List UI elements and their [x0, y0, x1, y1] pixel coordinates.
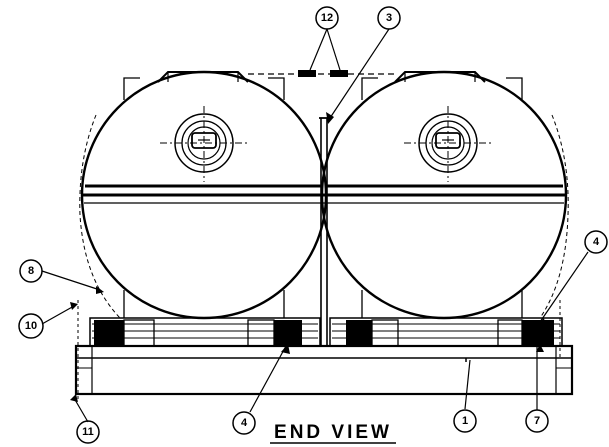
svg-text:3: 3: [386, 12, 392, 24]
svg-text:4: 4: [593, 236, 600, 248]
callout-1: 1: [453, 409, 477, 433]
svg-text:END VIEW: END VIEW: [274, 422, 392, 443]
left-manway: [160, 106, 248, 182]
base-skid: [74, 344, 574, 396]
callout-3: 3: [377, 6, 401, 30]
callout-4-bottom: 4: [232, 411, 256, 435]
right-tank: [320, 70, 569, 320]
svg-text:10: 10: [25, 320, 37, 332]
svg-text:7: 7: [534, 415, 540, 427]
view-title: END VIEW: [270, 422, 396, 444]
svg-text:11: 11: [82, 426, 94, 438]
callout-8: 8: [19, 259, 43, 283]
svg-text:4: 4: [241, 417, 248, 429]
center-post: [319, 117, 329, 346]
callout-7: 7: [525, 409, 549, 433]
callout-10: 10: [18, 313, 44, 339]
saddles: [77, 300, 563, 400]
arrowheads: [70, 112, 546, 402]
svg-text:12: 12: [321, 12, 333, 24]
callout-4-right: 4: [584, 230, 608, 254]
top-clamps: [248, 70, 395, 77]
svg-text:1: 1: [462, 415, 468, 427]
leader-lines: [41, 28, 589, 423]
svg-text:8: 8: [28, 265, 34, 277]
callout-12: 12: [315, 6, 339, 30]
callout-11: 11: [76, 420, 100, 444]
left-tank: [79, 70, 328, 320]
right-manway: [404, 106, 492, 182]
